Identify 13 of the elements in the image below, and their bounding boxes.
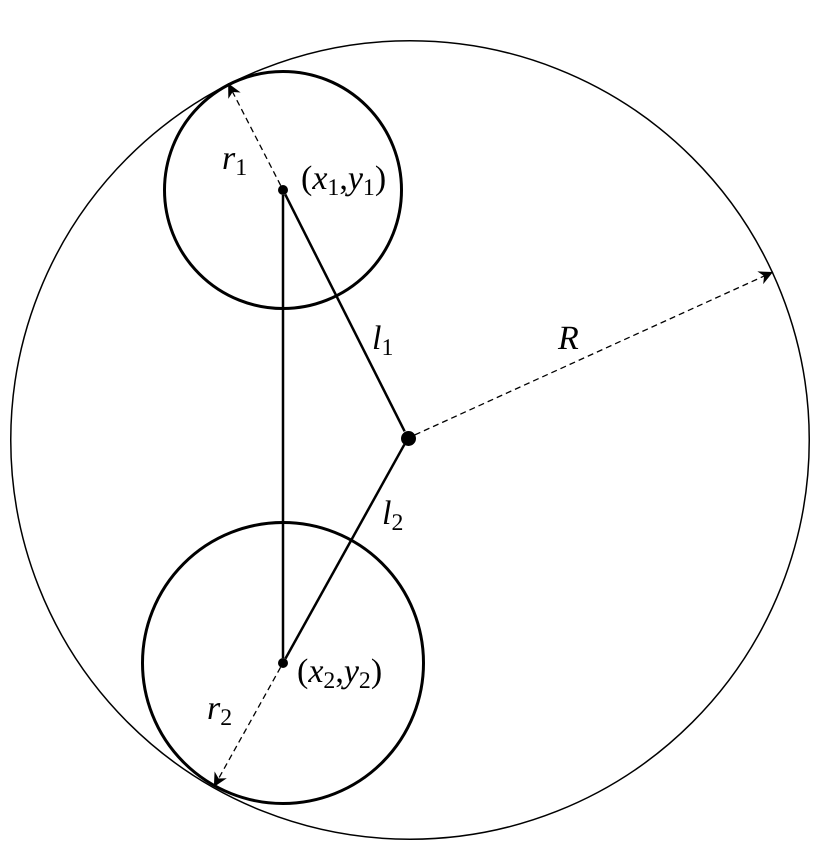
connector-line xyxy=(228,82,282,186)
edge-label: l$_{1}$ xyxy=(372,322,394,356)
connector-line xyxy=(282,195,284,658)
connector-line xyxy=(414,271,774,436)
coordinate-label: (x$_{2}$,y$_{2}$) xyxy=(297,655,382,689)
connector-line xyxy=(284,444,406,660)
inner-circle xyxy=(163,70,403,310)
center-dot xyxy=(400,430,416,446)
outer-circle xyxy=(10,40,810,840)
connector-line xyxy=(213,667,282,788)
edge-label: l$_{2}$ xyxy=(382,497,404,531)
connector-line xyxy=(284,194,406,432)
coordinate-label: (x$_{1}$,y$_{1}$) xyxy=(301,162,386,196)
